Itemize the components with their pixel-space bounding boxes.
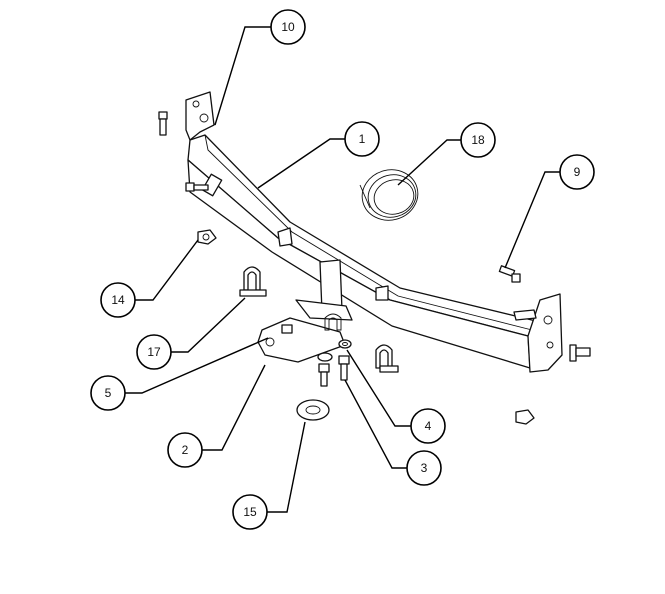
washer-4 <box>338 339 352 349</box>
left-bracket <box>185 91 215 141</box>
lock-washer-15 <box>296 399 330 421</box>
callout-label: 10 <box>281 20 295 34</box>
callout-label: 17 <box>147 345 161 359</box>
callout-15: 15 <box>232 494 268 530</box>
callout-14: 14 <box>100 282 136 318</box>
callout-1: 1 <box>344 121 380 157</box>
callout-18: 18 <box>460 122 496 158</box>
leader-lines <box>125 26 560 513</box>
callout-label: 3 <box>421 461 428 475</box>
bolt-right-lower <box>569 344 591 362</box>
callout-label: 9 <box>574 165 581 179</box>
callout-4: 4 <box>410 408 446 444</box>
callout-label: 18 <box>471 133 485 147</box>
callout-3: 3 <box>406 450 442 486</box>
bolt-top-left <box>158 111 168 136</box>
callout-2: 2 <box>167 432 203 468</box>
bolt-left-side <box>185 182 209 192</box>
callout-5: 5 <box>90 375 126 411</box>
callout-label: 14 <box>111 293 125 307</box>
callout-9: 9 <box>559 154 595 190</box>
bolt-9 <box>498 265 521 283</box>
callout-10: 10 <box>270 9 306 45</box>
bolt-3 <box>317 352 350 387</box>
wiring-coil-18 <box>359 169 419 221</box>
callout-label: 4 <box>425 419 432 433</box>
right-bracket <box>513 293 563 373</box>
callout-label: 2 <box>182 443 189 457</box>
shackle-right <box>375 344 399 373</box>
callout-label: 5 <box>105 386 112 400</box>
hitch-tongue <box>257 259 353 363</box>
callout-label: 1 <box>359 132 366 146</box>
callout-17: 17 <box>136 334 172 370</box>
nut-14 <box>197 229 217 245</box>
callout-label: 15 <box>243 505 257 519</box>
shackle-17 <box>239 266 267 297</box>
crossbar <box>187 134 541 369</box>
nut-right-lower <box>515 409 535 425</box>
